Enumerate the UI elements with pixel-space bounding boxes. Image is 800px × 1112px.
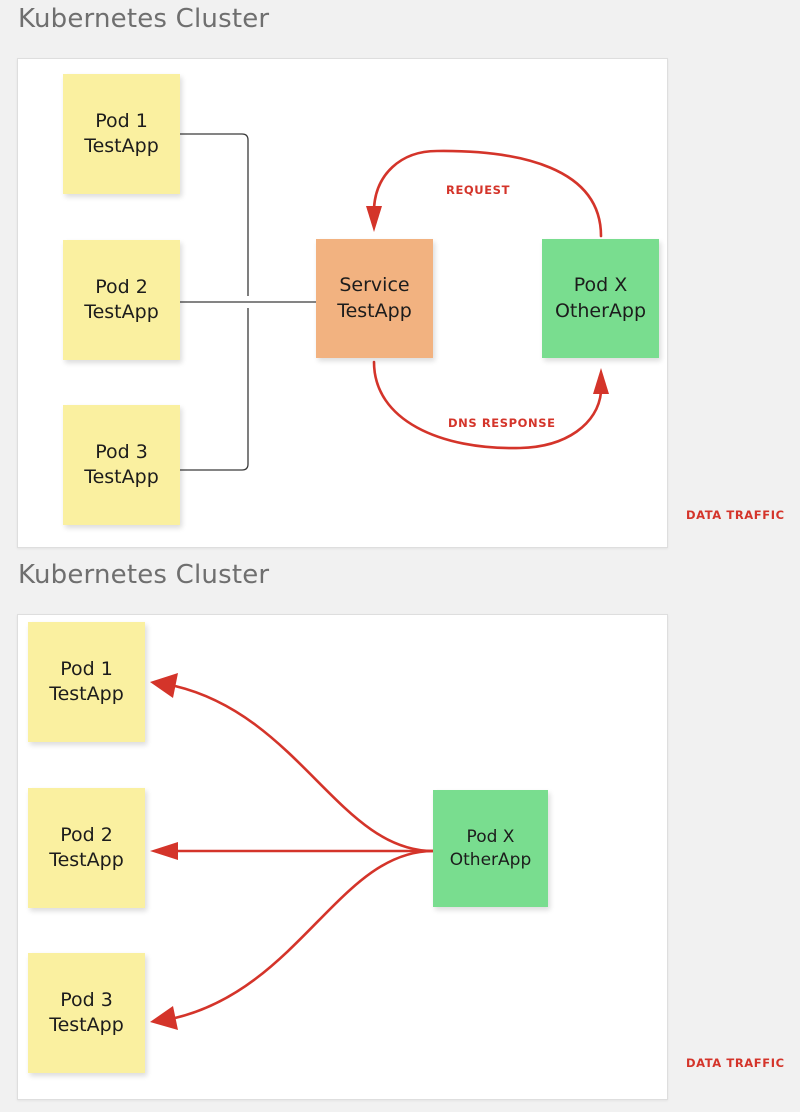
node-pod-2[interactable]: Pod 2 TestApp: [63, 240, 180, 360]
node-pod-3-line2: TestApp: [84, 466, 159, 488]
node-pod-1-b[interactable]: Pod 1 TestApp: [28, 622, 145, 742]
node-pod-x-line1: Pod X: [573, 274, 628, 297]
node-pod-1[interactable]: Pod 1 TestApp: [63, 74, 180, 194]
node-pod-x-otherapp-b[interactable]: Pod X OtherApp: [433, 790, 548, 907]
legend-data-traffic-2: DATA TRAFFIC: [686, 1056, 785, 1070]
page-title-1: Kubernetes Cluster: [18, 4, 270, 34]
node-service-line2: TestApp: [337, 299, 412, 322]
node-pod-1-b-line1: Pod 1: [60, 657, 113, 680]
node-pod-1-line2: TestApp: [84, 135, 159, 157]
cluster-diagram-1: Kubernetes Cluster Pod 1 TestApp Pod 2 T…: [17, 4, 785, 548]
node-pod-x-line2: OtherApp: [554, 299, 647, 322]
node-pod-1-b-line2: TestApp: [49, 683, 124, 705]
node-pod-2-b-line2: TestApp: [49, 849, 124, 871]
node-service-line1: Service: [339, 274, 410, 297]
node-pod-x-b-line1: Pod X: [466, 827, 515, 848]
page-title-2: Kubernetes Cluster: [18, 560, 270, 590]
node-pod-3[interactable]: Pod 3 TestApp: [63, 405, 180, 525]
node-pod-x-otherapp[interactable]: Pod X OtherApp: [542, 239, 659, 358]
flow-label-dns-response: DNS RESPONSE: [448, 416, 556, 430]
node-pod-3-b[interactable]: Pod 3 TestApp: [28, 953, 145, 1073]
node-pod-3-b-line2: TestApp: [49, 1014, 124, 1036]
legend-data-traffic-1: DATA TRAFFIC: [686, 508, 785, 522]
flow-label-request: REQUEST: [446, 183, 511, 197]
cluster-diagram-2: Kubernetes Cluster Pod 1 TestApp Pod 2 T…: [0, 556, 800, 1112]
node-pod-3-line1: Pod 3: [95, 440, 148, 463]
node-pod-2-line1: Pod 2: [95, 275, 148, 298]
node-pod-2-line2: TestApp: [84, 301, 159, 323]
node-pod-3-b-line1: Pod 3: [60, 988, 113, 1011]
node-service-testapp[interactable]: Service TestApp: [316, 239, 433, 358]
node-pod-2-b[interactable]: Pod 2 TestApp: [28, 788, 145, 908]
node-pod-2-b-line1: Pod 2: [60, 823, 113, 846]
node-pod-1-line1: Pod 1: [95, 109, 148, 132]
node-pod-x-b-line2: OtherApp: [449, 849, 532, 870]
